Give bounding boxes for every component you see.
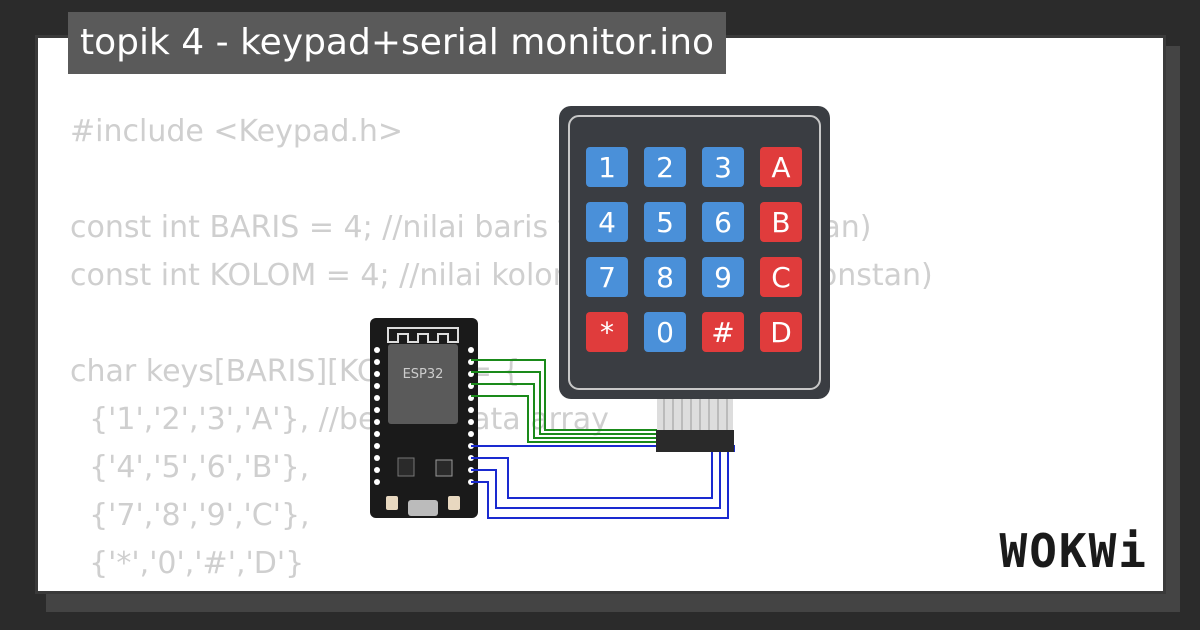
keypad-key-B[interactable]: B [760,202,802,242]
keypad-key-label: B [771,206,790,239]
keypad-key-label: 7 [598,261,616,294]
keypad-key-label: 4 [598,206,616,239]
code-line: {'4','5','6','B'}, [70,450,310,485]
keypad-key-label: 3 [714,151,732,184]
keypad-4x4[interactable]: 1 2 3 A 4 5 6 B 7 8 9 C * 0 # D [559,106,830,452]
keypad-key-4[interactable]: 4 [586,202,628,242]
code-line: {'*','0','#','D'} [70,546,305,581]
code-line: {'7','8','9','C'}, [70,498,310,533]
keypad-key-label: C [771,261,791,294]
keypad-key-label: 9 [714,261,732,294]
keypad-keys: 1 2 3 A 4 5 6 B 7 8 9 C * 0 # D [586,147,802,352]
keypad-key-label: 8 [656,261,674,294]
esp32-board[interactable]: ESP32 [370,318,478,518]
keypad-key-5[interactable]: 5 [644,202,686,242]
keypad-key-2[interactable]: 2 [644,147,686,187]
keypad-key-9[interactable]: 9 [702,257,744,297]
keypad-key-label: # [711,316,734,349]
keypad-key-label: 1 [598,151,616,184]
keypad-key-#[interactable]: # [702,312,744,352]
esp32-label: ESP32 [403,367,444,382]
keypad-key-7[interactable]: 7 [586,257,628,297]
keypad-key-label: A [771,151,790,184]
keypad-key-8[interactable]: 8 [644,257,686,297]
code-line: #include <Keypad.h> [70,114,404,149]
keypad-key-6[interactable]: 6 [702,202,744,242]
wokwi-logo: WOKWi [999,524,1148,578]
keypad-key-label: 0 [656,316,674,349]
keypad-key-label: 5 [656,206,674,239]
keypad-key-label: 2 [656,151,674,184]
keypad-key-3[interactable]: 3 [702,147,744,187]
keypad-key-label: 6 [714,206,732,239]
keypad-key-A[interactable]: A [760,147,802,187]
keypad-key-D[interactable]: D [760,312,802,352]
keypad-key-1[interactable]: 1 [586,147,628,187]
keypad-key-C[interactable]: C [760,257,802,297]
project-title: topik 4 - keypad+serial monitor.ino [68,12,727,74]
keypad-key-label: D [770,316,792,349]
keypad-key-0[interactable]: 0 [644,312,686,352]
keypad-key-label: * [600,316,614,349]
keypad-key-*[interactable]: * [586,312,628,352]
